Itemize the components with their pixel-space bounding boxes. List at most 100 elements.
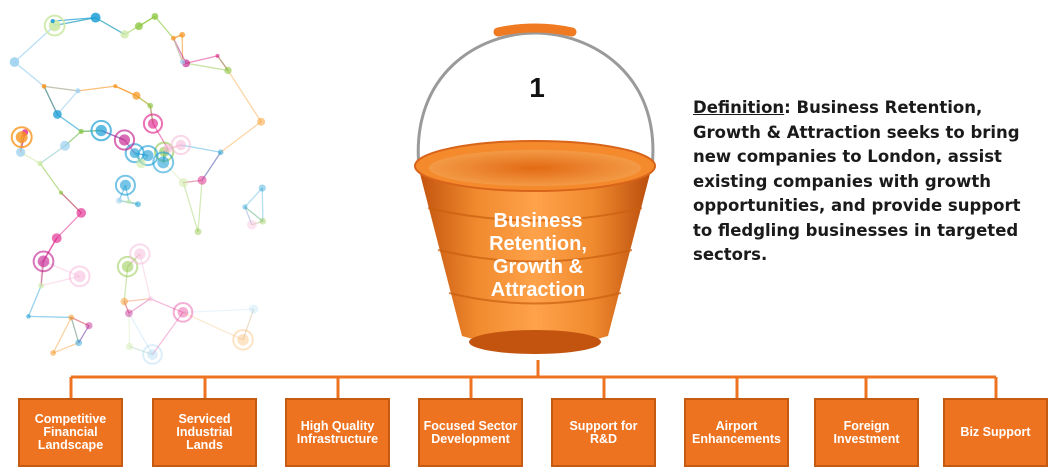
network-link (251, 220, 264, 226)
network-node (215, 53, 220, 58)
network-link (39, 163, 62, 194)
bucket-body (418, 166, 652, 347)
network-node (85, 322, 93, 330)
category-box-biz-support: Biz Support (943, 398, 1048, 467)
network-link (70, 317, 80, 343)
network-node (179, 59, 186, 65)
network-node (115, 197, 123, 204)
network-link (124, 298, 151, 303)
decorative-network-graphic (9, 12, 267, 365)
network-link (251, 220, 264, 226)
network-link (43, 86, 58, 115)
category-box-competitive-financial-landscape: Competitive Financial Landscape (18, 398, 123, 467)
network-node (249, 304, 259, 314)
category-box-focused-sector-development: Focused Sector Development (418, 398, 523, 467)
definition-body: : Business Retention, Growth & Attractio… (693, 98, 1021, 264)
network-link (70, 317, 80, 343)
network-link (150, 298, 184, 313)
network-node (257, 117, 266, 126)
network-link (154, 16, 174, 39)
network-link (39, 145, 66, 165)
network-node (258, 184, 266, 192)
network-link (201, 151, 222, 181)
network-node-ring (172, 302, 194, 323)
network-link (261, 188, 264, 222)
network-node (50, 19, 55, 24)
network-link (185, 62, 229, 72)
network-link (78, 325, 90, 344)
network-node-ring (113, 129, 136, 151)
network-node-ring (170, 134, 191, 156)
network-node (73, 270, 86, 283)
network-node (175, 139, 186, 151)
network-node (125, 342, 134, 351)
network-link (70, 316, 90, 327)
network-node (179, 31, 186, 38)
network-link (52, 317, 72, 354)
network-node (50, 350, 57, 356)
network-link (128, 298, 151, 314)
network-node (75, 339, 83, 347)
network-link (182, 308, 254, 314)
network-node (147, 118, 159, 129)
bucket-illustration (414, 23, 656, 354)
network-link (201, 151, 222, 181)
network-node (142, 149, 154, 162)
network-node-ring (142, 344, 163, 365)
network-node (58, 190, 64, 195)
network-node (136, 158, 146, 169)
network-node (134, 201, 141, 208)
network-link (244, 206, 264, 222)
network-node (38, 282, 45, 289)
network-node (224, 66, 232, 75)
network-node (113, 83, 118, 89)
network-link (182, 311, 244, 341)
network-link (56, 212, 82, 239)
network-node (134, 22, 143, 31)
network-link (43, 85, 79, 92)
network-node (157, 156, 170, 169)
bucket-label-line: Attraction (490, 279, 586, 301)
bucket-number: 1 (529, 72, 545, 103)
network-link (95, 17, 125, 35)
network-node (16, 147, 26, 157)
network-node-ring (43, 14, 66, 37)
network-node (95, 124, 107, 137)
connector-lines (69, 360, 998, 398)
network-node (177, 307, 189, 318)
network-link (182, 182, 199, 232)
network-link (56, 90, 79, 115)
network-node (9, 57, 20, 67)
network-link (14, 61, 45, 87)
network-link (27, 285, 42, 317)
network-node (26, 314, 31, 319)
bucket-label-line: Retention, (489, 233, 587, 255)
network-node (15, 131, 28, 144)
network-node (259, 217, 267, 225)
category-box-airport-enhancements: Airport Enhancements (684, 398, 789, 467)
network-node (247, 219, 257, 230)
network-node (118, 134, 131, 146)
network-link (244, 206, 253, 225)
network-node (194, 228, 202, 236)
network-node-ring (129, 243, 151, 265)
network-node-ring (90, 119, 112, 142)
network-node (37, 255, 50, 268)
category-box-high-quality-infrastructure: High Quality Infrastructure (285, 398, 390, 467)
network-link (244, 206, 264, 222)
bucket-label: Business Retention, Growth & Attraction (468, 210, 608, 302)
network-link (123, 266, 129, 302)
network-node (132, 91, 141, 100)
network-node (37, 160, 43, 167)
network-node-ring (114, 174, 136, 196)
network-link (128, 313, 131, 347)
network-node (76, 208, 87, 218)
network-link (242, 308, 255, 341)
bucket-label-line: Growth & (493, 256, 583, 278)
network-node (90, 12, 101, 23)
network-node-ring (232, 329, 254, 351)
network-link (123, 301, 130, 314)
network-link (151, 311, 184, 355)
network-link (180, 144, 221, 153)
network-link (220, 121, 262, 153)
